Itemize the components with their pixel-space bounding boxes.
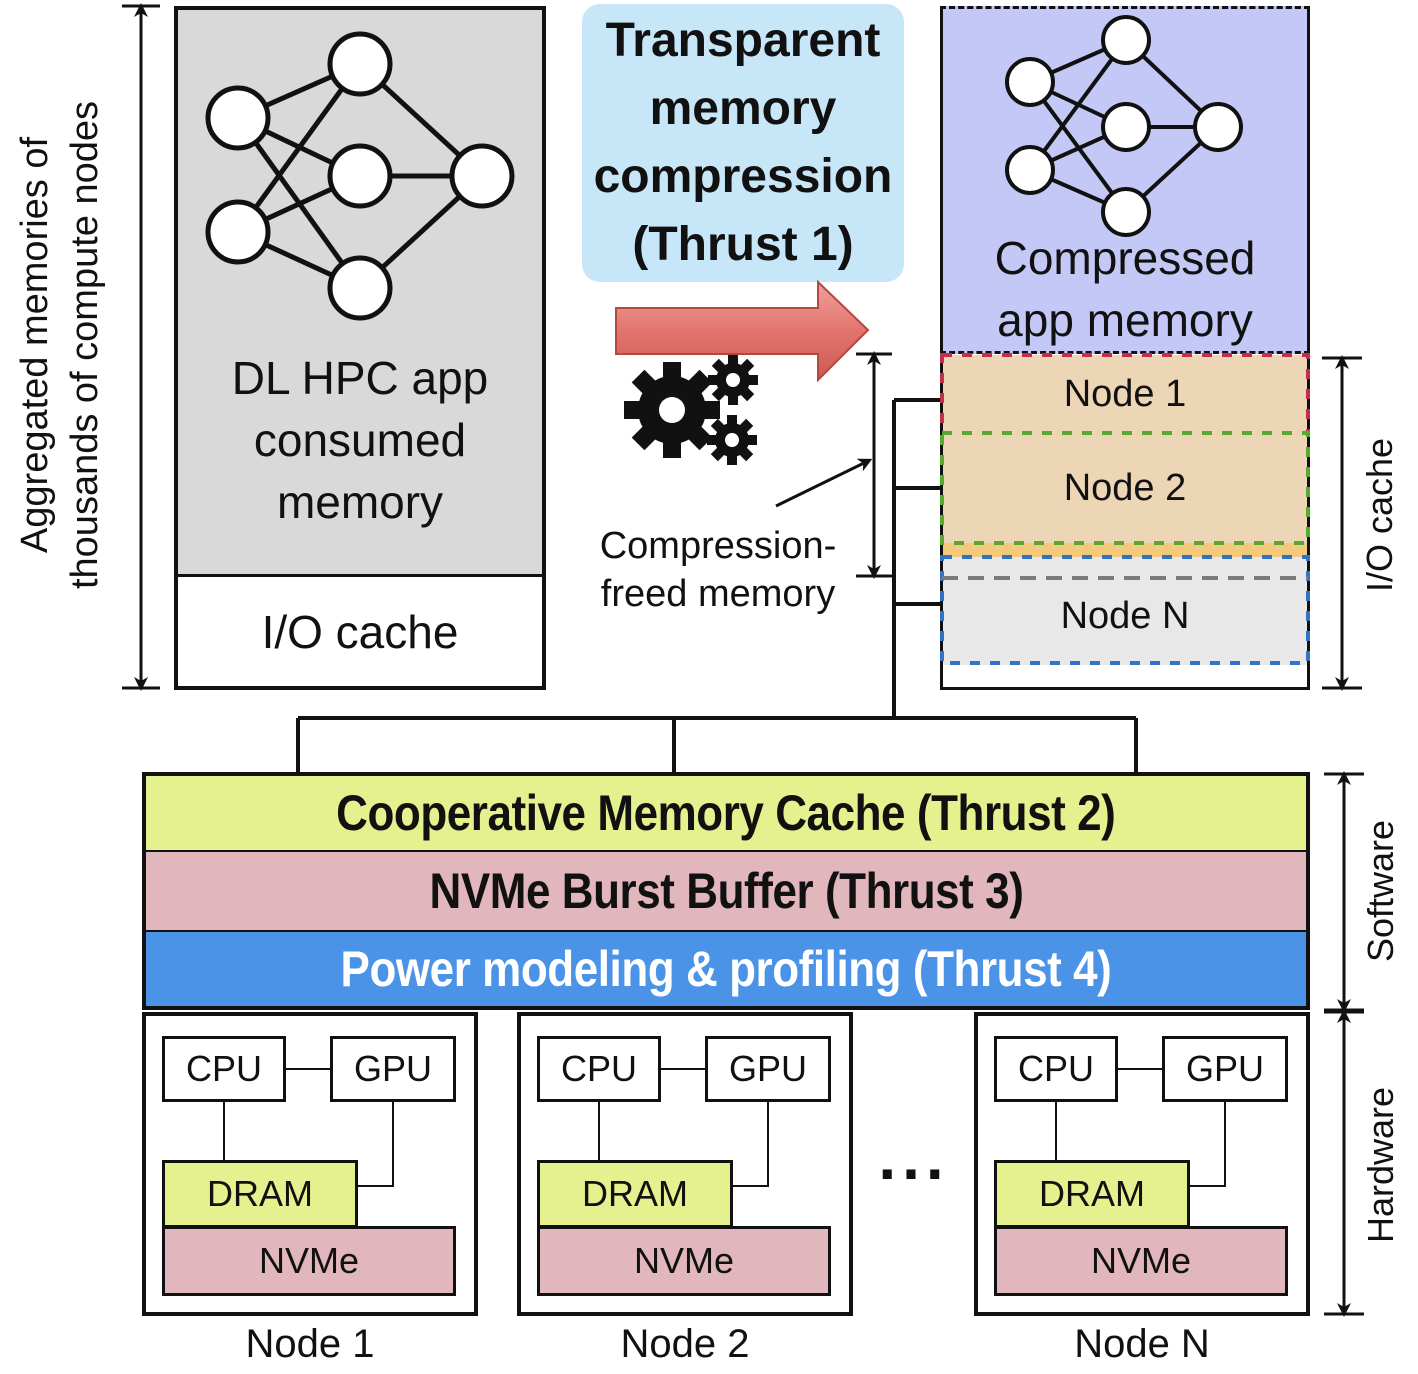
cache-connector-lines [296,398,1138,772]
io-cache-nodeN-label: Node N [1060,594,1190,637]
app-memory-label-line3: memory [276,476,444,528]
aggregated-memory-span-arrow [122,2,160,691]
hw-node2-frame [517,1012,853,1316]
right-panel-frame [940,6,1310,690]
compression-arrow-icon [615,279,870,383]
software-span-arrow [1324,771,1364,1013]
thrust4-label: Power modeling & profiling (Thrust 4) [340,941,1112,997]
freed-memory-label: Compression- freed memory [568,522,868,618]
io-cache-node2: Node 2 [940,433,1310,543]
io-cache-nodeN: Node N [940,557,1310,665]
thrust1-line3: compression [593,150,893,203]
app-memory-label-line1: DL HPC app [231,352,489,404]
io-cache-node1-label: Node 1 [1063,372,1187,415]
hw-node1-gpu: GPU [330,1036,456,1102]
hw-nodeN-gpu: GPU [1162,1036,1288,1102]
io-cache-node2-label: Node 2 [1063,466,1187,509]
app-memory-label-line2: consumed [253,414,467,466]
hw-nodeN-nvme: NVMe [994,1226,1288,1296]
hw-node2-name: Node 2 [620,1321,750,1366]
thrust1-line1: Transparent [605,14,881,67]
freed-memory-pointer [775,458,873,508]
io-cache-node1: Node 1 [940,355,1310,433]
left-io-cache: I/O cache [174,574,546,690]
hw-nodeN-name: Node N [1074,1321,1210,1366]
hw-node2-cpu: CPU [537,1036,661,1102]
thrust2-label: Cooperative Memory Cache (Thrust 2) [336,785,1116,841]
hw-node1-cpu: CPU [162,1036,286,1102]
nodes-ellipsis: ... [878,1121,950,1193]
io-cache-span-arrow [1322,355,1362,691]
freed-line2: freed memory [600,573,836,615]
hw-nodeN-frame [974,1012,1310,1316]
hw-node2-gpu: GPU [705,1036,831,1102]
thrust1-line2: memory [649,82,837,135]
hardware-span-arrow [1324,1009,1364,1317]
hw-node1-nvme: NVMe [162,1226,456,1296]
compressed-label-line1: Compressed [994,232,1256,284]
thrust3-label: NVMe Burst Buffer (Thrust 3) [429,863,1023,919]
app-memory-label: DL HPC app consumed memory [178,345,542,535]
hw-node1-name: Node 1 [245,1321,375,1366]
hw-nodeN-cpu: CPU [994,1036,1118,1102]
hw-node2-nvme: NVMe [537,1226,831,1296]
io-cache-separator [940,543,1310,557]
compressed-label-line2: app memory [997,294,1253,346]
neural-network-icon-right [1005,15,1243,237]
compressed-memory-label: Compressed app memory [944,226,1306,352]
thrust1-line4: (Thrust 1) [632,218,854,271]
gears-icon [624,355,758,465]
thrust4-layer: Power modeling & profiling (Thrust 4) [142,932,1310,1010]
hw-node-connections [223,1068,1226,1187]
thrust1-label-box: Transparent memory compression (Thrust 1… [582,4,904,282]
node-region-borders [940,353,1310,665]
left-io-cache-label: I/O cache [261,605,459,658]
neural-network-icon-left [205,31,515,321]
hw-node1-frame [142,1012,478,1316]
hw-node1-dram: DRAM [162,1160,358,1228]
freed-line1: Compression- [599,525,837,567]
freed-memory-span-arrow [856,351,892,579]
hw-nodeN-dram: DRAM [994,1160,1190,1228]
